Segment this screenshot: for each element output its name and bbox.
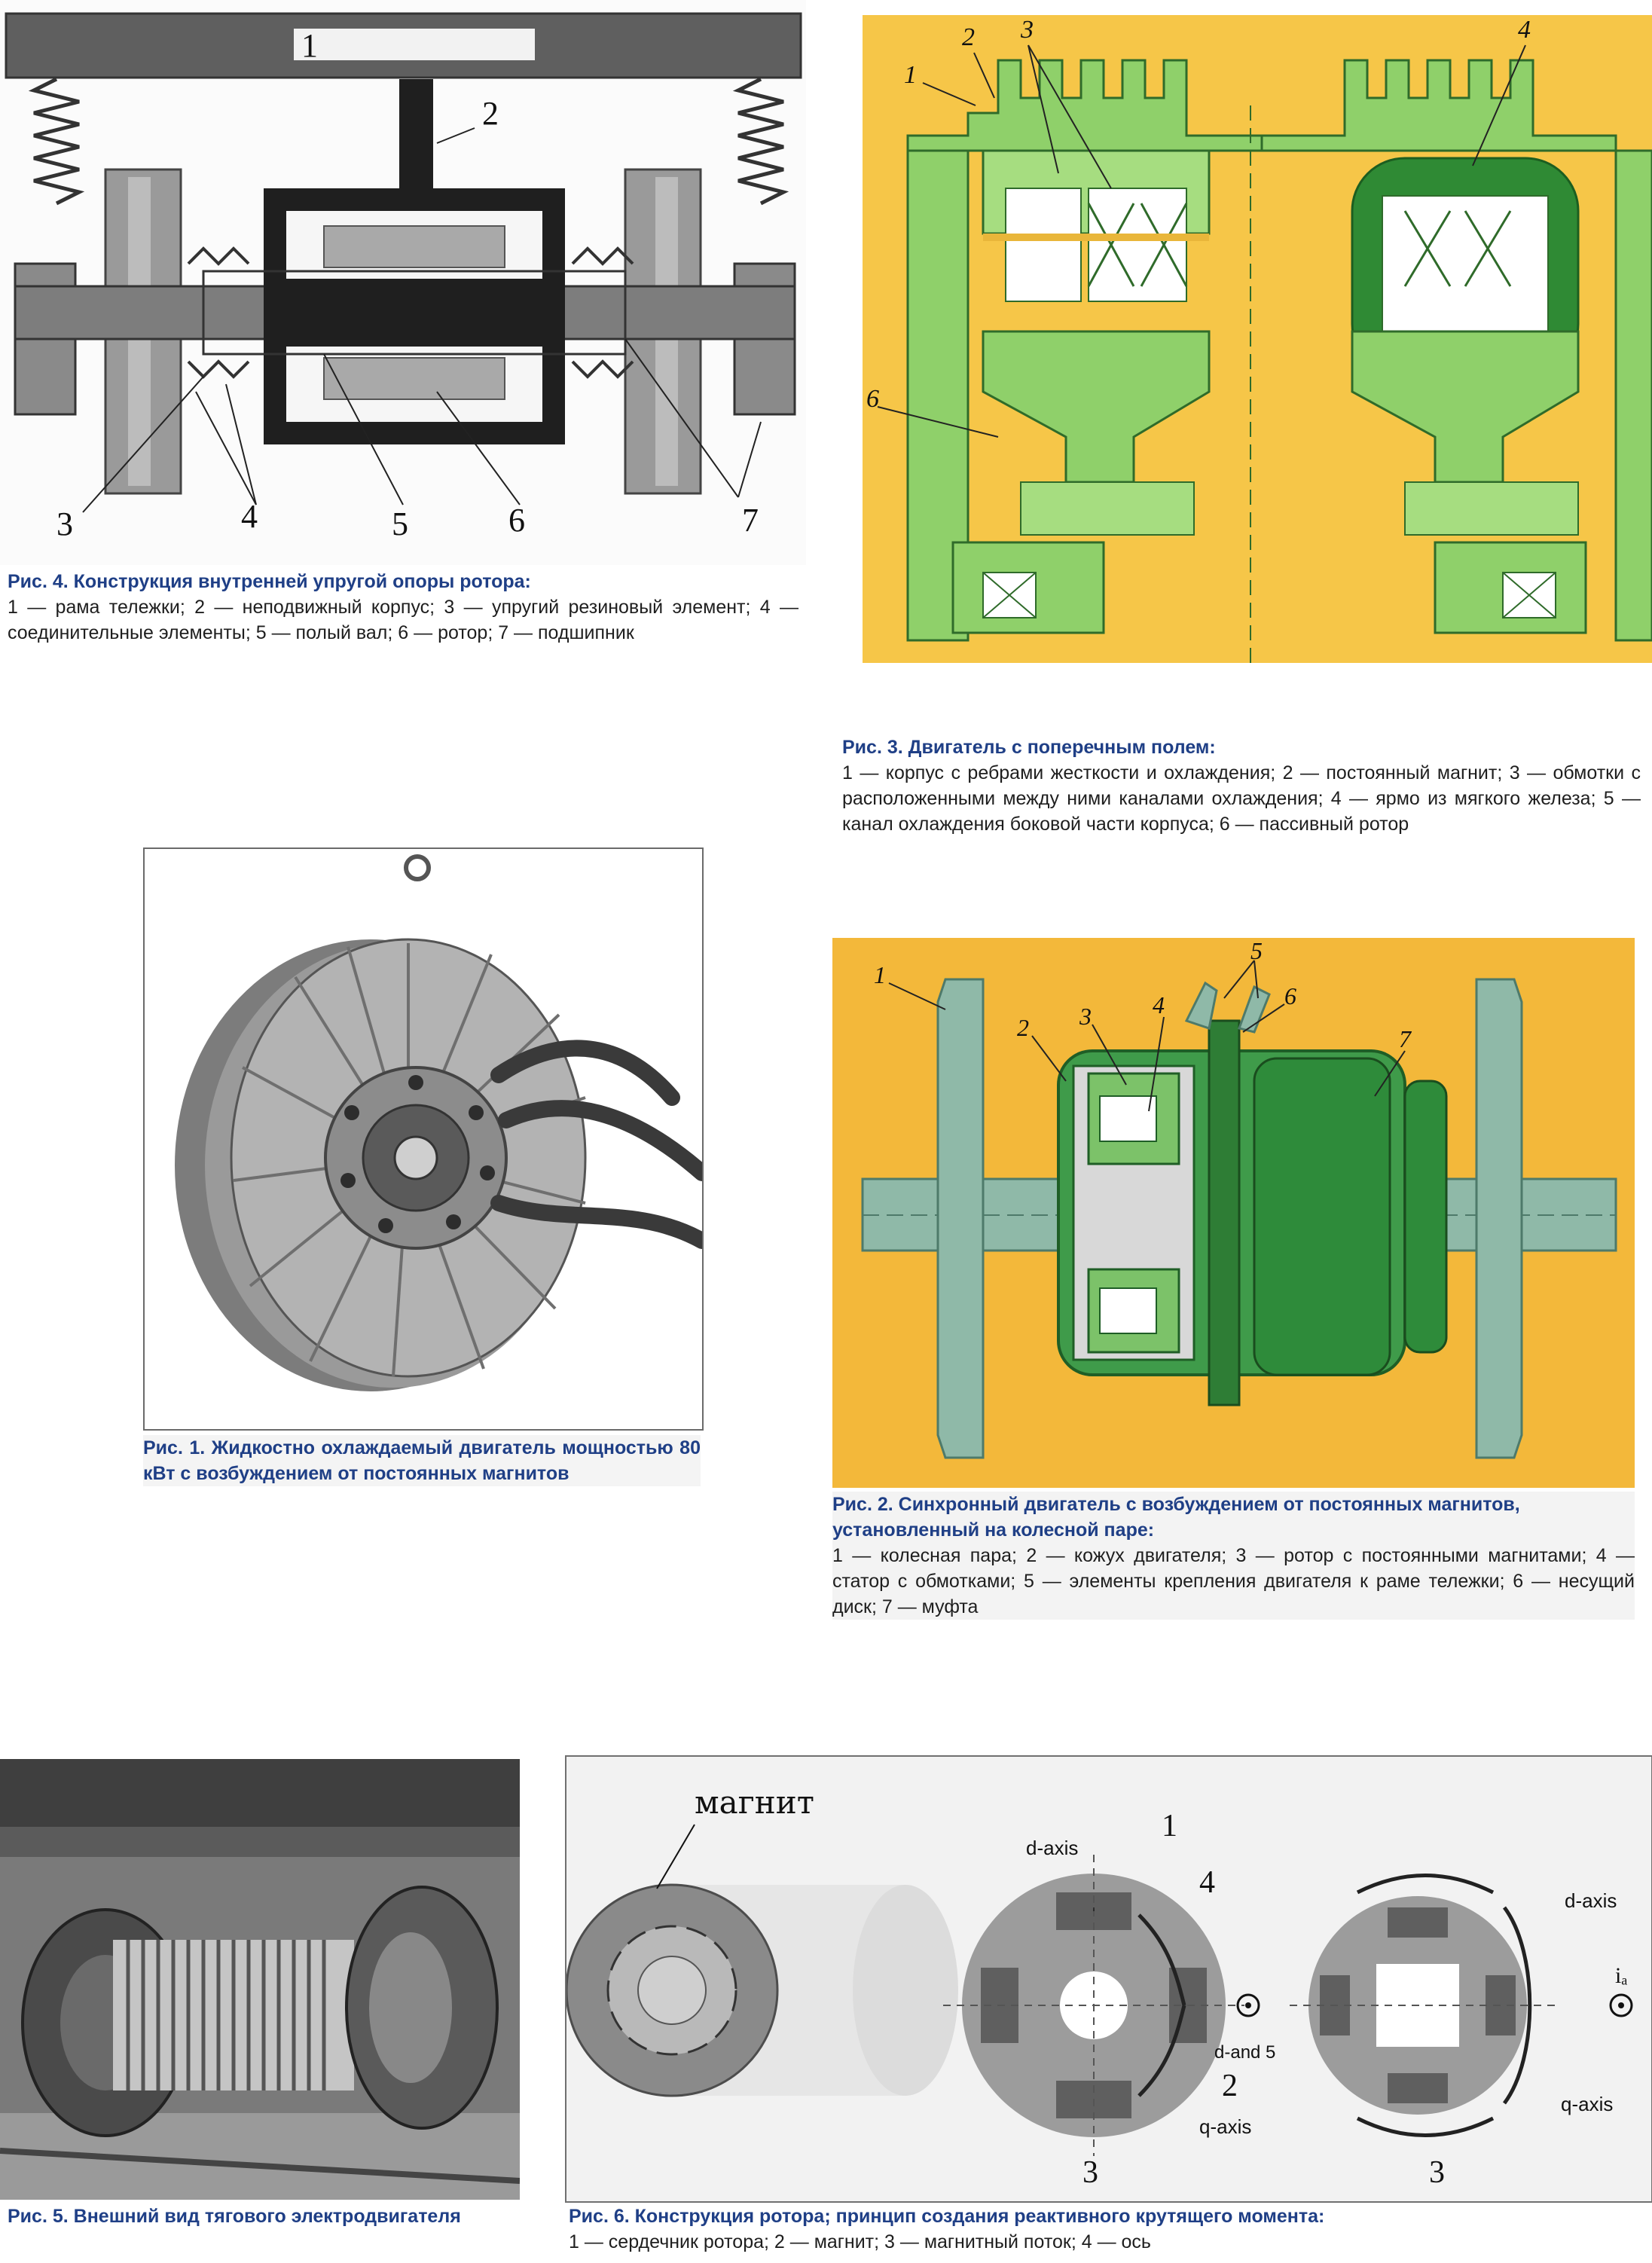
fig2-callout-5: 5 <box>1250 938 1263 964</box>
fig3-diagram: 1 2 3 4 6 <box>863 15 1652 663</box>
label-3b: 3 <box>1429 2155 1445 2190</box>
callout-7: 7 <box>742 502 759 539</box>
fig2-caption: Рис. 2. Синхронный двигатель с возбужден… <box>832 1492 1635 1620</box>
fig3-svg: 1 2 3 4 6 <box>863 15 1652 663</box>
hollow-shaft <box>202 270 627 356</box>
fig6-caption: Рис. 6. Конструкция ротора; принцип созд… <box>569 2203 1646 2255</box>
flux-arrow-lower <box>1137 2005 1186 2097</box>
label-4: 4 <box>1199 1865 1215 1900</box>
fig3-caption: Рис. 3. Двигатель с поперечным полем: 1 … <box>842 734 1641 837</box>
fig3-callout-3: 3 <box>1020 16 1034 44</box>
fig2-caption-title: Рис. 2. Синхронный двигатель с возбужден… <box>832 1494 1520 1541</box>
fig3-callout-6: 6 <box>866 385 879 413</box>
fig4-caption-title: Рис. 4. Конструкция внутренней упругой о… <box>8 571 531 592</box>
label-1: 1 <box>1162 1809 1177 1843</box>
fig3-caption-title: Рис. 3. Двигатель с поперечным полем: <box>842 737 1216 758</box>
fixed-housing-stem <box>399 79 433 192</box>
fig5-caption-text: Рис. 5. Внешний вид тягового электродвиг… <box>8 2206 461 2227</box>
fig5-caption: Рис. 5. Внешний вид тягового электродвиг… <box>8 2203 520 2229</box>
fig6-caption-text: 1 — сердечник ротора; 2 — магнит; 3 — ма… <box>569 2231 1151 2252</box>
callout-6: 6 <box>508 502 525 539</box>
left-suspension-spring <box>28 77 85 206</box>
fig2-callout-3: 3 <box>1079 1003 1092 1030</box>
callout-3: 3 <box>56 505 73 542</box>
flux-arrow-upper <box>1137 1913 1186 2006</box>
fig6-caption-title: Рис. 6. Конструкция ротора; принцип созд… <box>569 2206 1325 2227</box>
label-q-axis-2: q-axis <box>1561 2093 1613 2115</box>
fig2-caption-text: 1 — колесная пара; 2 — кожух двигателя; … <box>832 1545 1635 1617</box>
fig2-diagram: 1 2 3 4 5 6 7 <box>832 938 1635 1488</box>
fig3-callout-1: 1 <box>904 61 917 89</box>
housing-left <box>906 59 1263 152</box>
fig2-svg: 1 2 3 4 5 6 7 <box>832 938 1635 1488</box>
callout-5: 5 <box>392 505 408 542</box>
callout-4: 4 <box>241 498 258 535</box>
left-wheel <box>936 978 985 1459</box>
fig1-svg <box>145 849 702 1429</box>
fig4-diagram: 1 2 3 4 5 6 7 <box>0 0 806 565</box>
right-wheel <box>1475 978 1523 1459</box>
callout-1: 1 <box>301 27 318 64</box>
fig3-caption-text: 1 — корпус с ребрами жесткости и охлажде… <box>842 762 1641 835</box>
label-d-axis-1: d-axis <box>1026 1837 1078 1859</box>
magnet-strip-left <box>983 234 1209 241</box>
coupling-drum <box>1253 1057 1391 1376</box>
label-magnet: магнит <box>695 1784 814 1821</box>
fig4-caption: Рис. 4. Конструкция внутренней упругой о… <box>8 569 799 646</box>
label-2: 2 <box>1222 2069 1238 2103</box>
fig2-callout-7: 7 <box>1399 1025 1412 1052</box>
fig5-photo <box>0 1759 520 2200</box>
label-3a: 3 <box>1083 2155 1098 2190</box>
fig2-callout-6: 6 <box>1284 982 1296 1009</box>
label-ia: iₐ <box>1615 1963 1628 1988</box>
fig4-caption-text: 1 — рама тележки; 2 — неподвижный корпус… <box>8 597 799 643</box>
fig2-callout-4: 4 <box>1153 991 1165 1019</box>
fig3-callout-2: 2 <box>962 23 975 51</box>
fig6-diagram: магнит d-axis 1 4 d-and 5 2 q-axis 3 <box>565 1755 1652 2203</box>
fig1-caption: Рис. 1. Жидкостно охлаждаемый двигатель … <box>143 1435 701 1486</box>
callout-2: 2 <box>482 95 499 132</box>
fig1-caption-text: Рис. 1. Жидкостно охлаждаемый двигатель … <box>143 1437 701 1484</box>
fig6-svg: магнит d-axis 1 4 d-and 5 2 q-axis 3 <box>566 1757 1651 2201</box>
label-q-axis-1: q-axis <box>1199 2115 1251 2138</box>
fig4-svg: 1 2 3 4 5 6 7 <box>0 0 806 565</box>
supporting-disc <box>1208 1019 1241 1406</box>
fig3-callout-4: 4 <box>1518 16 1531 44</box>
label-d-axis-2: d-axis <box>1565 1889 1617 1912</box>
right-suspension-spring <box>732 77 789 206</box>
fig1-photo <box>143 847 704 1431</box>
coolant-pipes <box>490 1040 702 1249</box>
fig2-callout-2: 2 <box>1017 1014 1029 1041</box>
label-d-and-5: d-and 5 <box>1214 2042 1275 2063</box>
housing-right <box>1260 59 1617 152</box>
fig2-callout-1: 1 <box>874 961 886 988</box>
fig5-svg <box>0 1759 520 2200</box>
rotor-lower <box>323 357 505 400</box>
rotor-upper <box>323 225 505 268</box>
